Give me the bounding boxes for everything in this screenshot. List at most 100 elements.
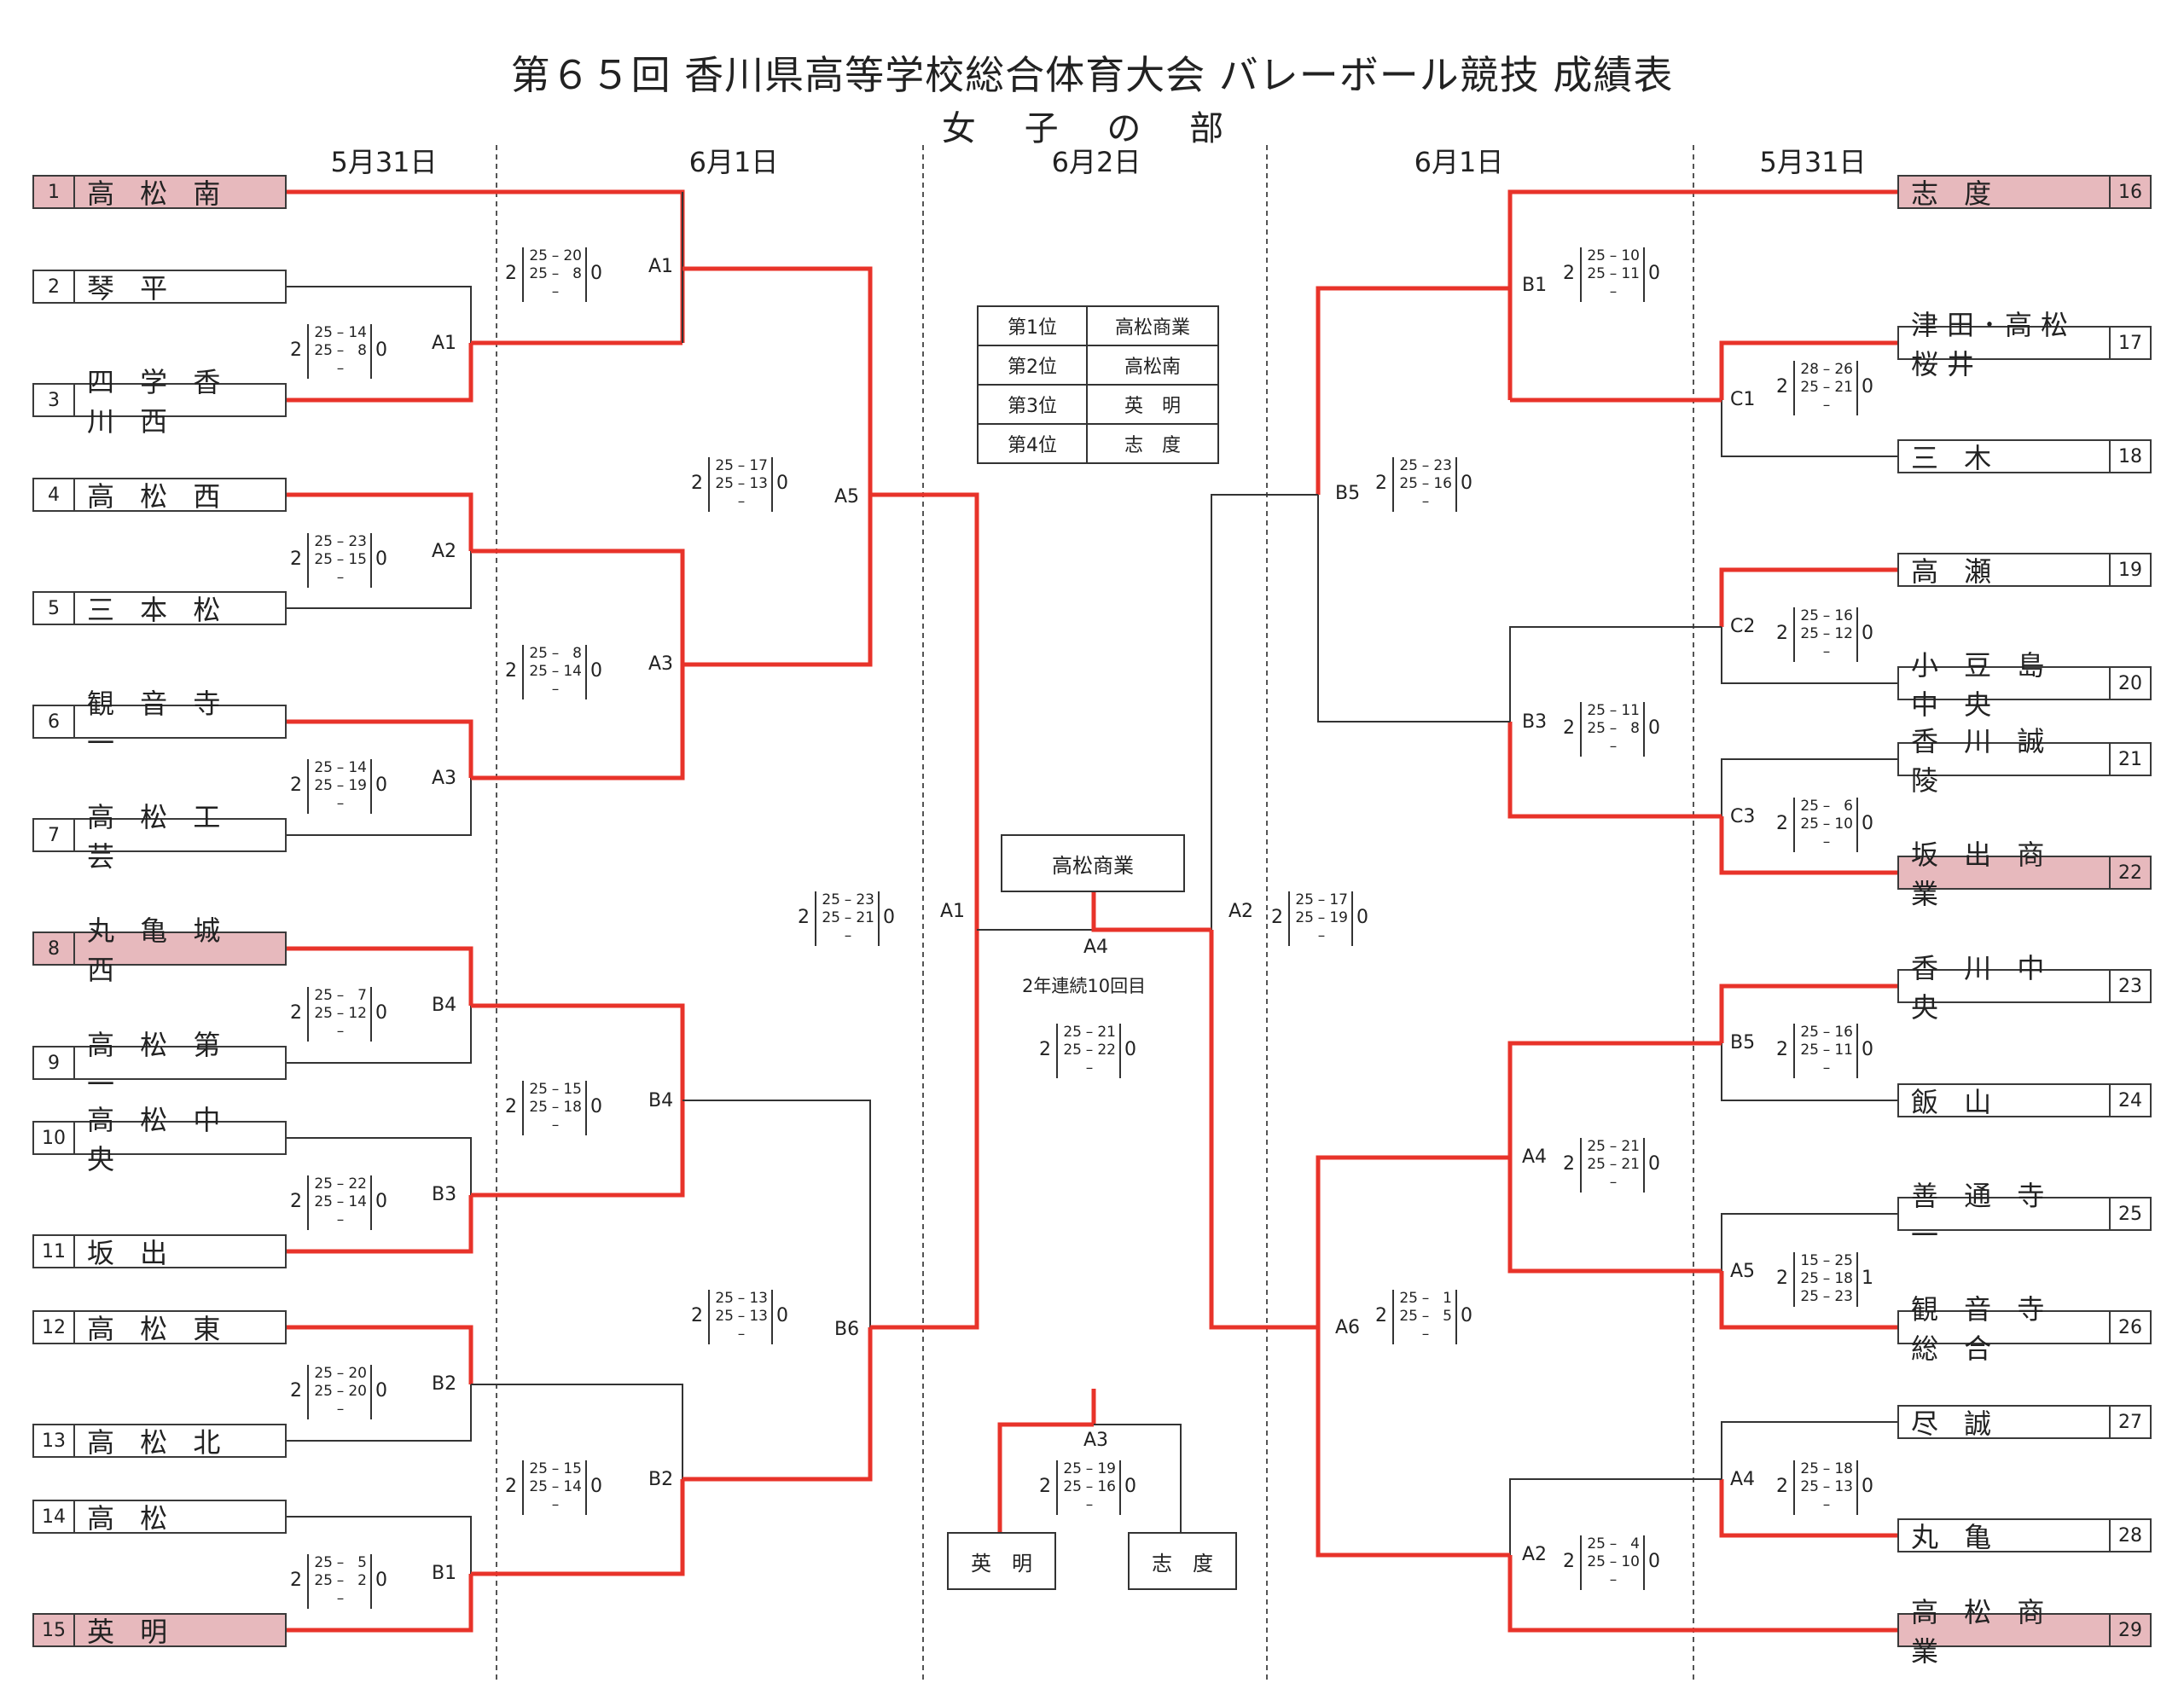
set-dash: –	[1421, 1290, 1430, 1307]
date-right-round2: 6月1日	[1414, 146, 1504, 178]
sets-won: 2	[1563, 1153, 1575, 1175]
team-name: 高 松	[87, 1502, 177, 1535]
team-name: 四 学 香 川 西	[87, 366, 229, 438]
set-points-winner: 25	[314, 1383, 333, 1400]
set-dash: –	[336, 1572, 345, 1589]
winner-path	[287, 1325, 473, 1384]
sheet-title: 第６５回 香川県高等学校総合体育大会 バレーボール競技 成績表	[510, 52, 1674, 98]
set-row: 25–8	[524, 645, 585, 663]
sets-won: 2	[1563, 717, 1575, 739]
set-points-winner: 25	[715, 475, 734, 492]
match-label: B1	[432, 1563, 457, 1584]
set-points-loser	[749, 493, 768, 511]
set-points-loser: 14	[563, 663, 582, 680]
set-dash: –	[844, 927, 852, 944]
set-points-winner: 25	[1800, 815, 1819, 833]
set-points-winner	[309, 1023, 333, 1041]
sets-won: 2	[1039, 1476, 1051, 1497]
set-points-loser	[1329, 927, 1348, 945]
sets-won: 2	[1375, 1305, 1387, 1326]
set-points-loser: 14	[348, 759, 367, 776]
bracket-line	[1509, 626, 1722, 722]
sets-lost: 0	[375, 1380, 387, 1402]
set-row: –	[524, 1496, 585, 1514]
winner-path	[1719, 984, 1897, 1043]
set-points-winner: 25	[1587, 702, 1606, 719]
set-dash: –	[551, 247, 560, 264]
set-points-winner: 25	[822, 909, 840, 926]
set-points-winner	[524, 681, 548, 699]
set-row: 25–21	[1795, 379, 1856, 397]
set-dash: –	[1822, 1288, 1831, 1305]
set-row: 25–21	[1582, 1138, 1643, 1156]
team-name: 丸 亀 城 西	[87, 914, 229, 986]
set-row: –	[1582, 283, 1643, 301]
set-points-loser: 15	[563, 1460, 582, 1477]
set-points-winner	[1582, 283, 1606, 301]
set-dash: –	[336, 1590, 345, 1607]
set-points-loser: 13	[749, 1290, 768, 1307]
winner-path	[287, 1574, 473, 1633]
set-points-winner: 25	[314, 1554, 333, 1571]
set-points-winner: 25	[1295, 891, 1314, 908]
set-dash: –	[1822, 625, 1831, 642]
team-number: 16	[2109, 177, 2150, 207]
winner-path	[287, 946, 473, 1006]
sets-won: 2	[505, 1096, 517, 1117]
set-row: –	[1582, 1174, 1643, 1192]
set-row: 25–13	[710, 1290, 771, 1308]
set-points-winner: 25	[1587, 247, 1606, 264]
set-points-winner: 25	[314, 1365, 333, 1382]
set-points-loser: 23	[1834, 1288, 1853, 1305]
set-points-loser: 15	[348, 551, 367, 568]
winner-path	[1209, 930, 1318, 1330]
set-row: 25–5	[309, 1554, 370, 1572]
set-row: 25–23	[1795, 1288, 1856, 1306]
set-points-loser	[1097, 1496, 1116, 1514]
set-points-winner: 25	[715, 457, 734, 474]
set-row: 25–5	[1394, 1308, 1455, 1326]
set-dash: –	[1421, 1308, 1430, 1325]
set-row: 25–11	[1582, 265, 1643, 283]
set-points-winner: 15	[1800, 1252, 1819, 1269]
set-points-winner: 25	[822, 891, 840, 908]
sets-won: 2	[290, 1380, 302, 1402]
sets-lost: 0	[590, 1096, 602, 1117]
set-row: –	[1058, 1496, 1119, 1514]
winner-path	[870, 492, 979, 930]
winner-path	[471, 1479, 685, 1576]
set-row: 25–16	[1058, 1478, 1119, 1496]
set-points-loser: 14	[348, 1193, 367, 1210]
set-points-loser: 15	[563, 1081, 582, 1098]
team-number: 7	[34, 820, 75, 850]
set-points-winner	[816, 927, 840, 945]
set-dash: –	[1317, 927, 1326, 944]
team-name: 高 松 北	[87, 1426, 229, 1459]
set-row: 25–16	[1795, 607, 1856, 625]
winner-path	[287, 189, 685, 343]
set-row: 25–22	[1058, 1042, 1119, 1059]
set-points-winner: 25	[715, 1290, 734, 1307]
set-points-loser	[1621, 1174, 1640, 1192]
set-points-loser	[1097, 1059, 1116, 1077]
set-points-winner	[710, 1326, 734, 1343]
team-number: 19	[2109, 554, 2150, 585]
winner-path	[682, 266, 873, 495]
set-dash: –	[551, 1478, 560, 1495]
sets-lost: 0	[375, 1191, 387, 1212]
set-dash: –	[551, 1117, 560, 1134]
set-points-loser: 19	[348, 777, 367, 794]
winner-path	[471, 664, 685, 781]
